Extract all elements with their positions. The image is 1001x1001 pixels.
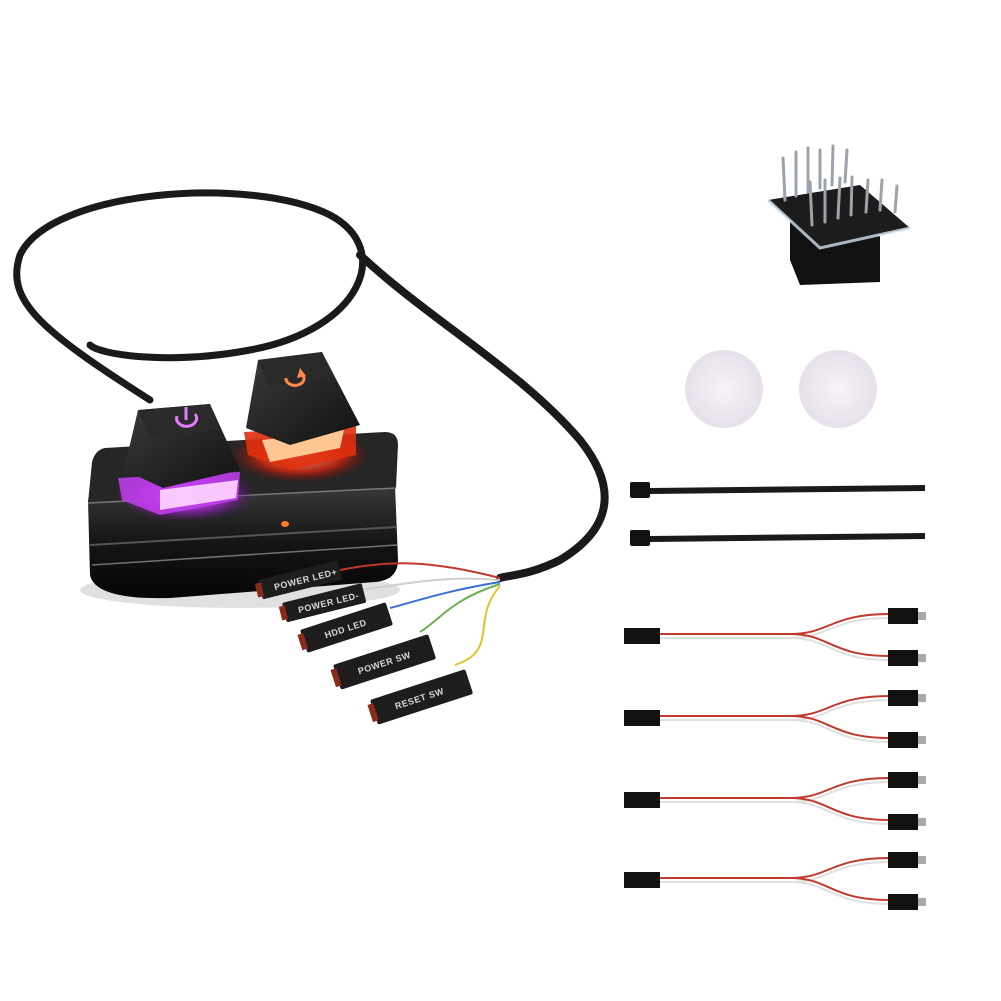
header-pins xyxy=(781,144,899,227)
cable-tie xyxy=(630,482,925,498)
pin-header-adapter xyxy=(766,144,911,285)
power-key xyxy=(115,404,255,522)
power-icon xyxy=(175,407,199,428)
connector-reset-sw: RESET SW xyxy=(367,669,473,725)
two-key-keypad xyxy=(80,352,400,608)
front-panel-connectors: POWER LED+ POWER LED- HDD LED POWER SW R… xyxy=(254,560,473,725)
y-splitter-cable xyxy=(624,772,926,830)
connector-power-led-minus: POWER LED- xyxy=(278,583,366,622)
lead-wires xyxy=(339,562,501,666)
y-splitter-cable xyxy=(624,852,926,910)
usb-cable xyxy=(13,189,609,582)
connector-hdd-led: HDD LED xyxy=(297,602,393,653)
adhesive-pad xyxy=(799,350,877,428)
adhesive-pads xyxy=(685,350,877,428)
cable-ties xyxy=(630,482,925,546)
cable-tie xyxy=(630,530,925,546)
y-splitter-cables xyxy=(624,608,926,910)
reset-icon xyxy=(284,368,306,387)
reset-key xyxy=(230,352,370,483)
adhesive-pad xyxy=(685,350,763,428)
y-splitter-cable xyxy=(624,608,926,666)
connector-power-sw: POWER SW xyxy=(330,634,436,690)
y-splitter-cable xyxy=(624,690,926,748)
